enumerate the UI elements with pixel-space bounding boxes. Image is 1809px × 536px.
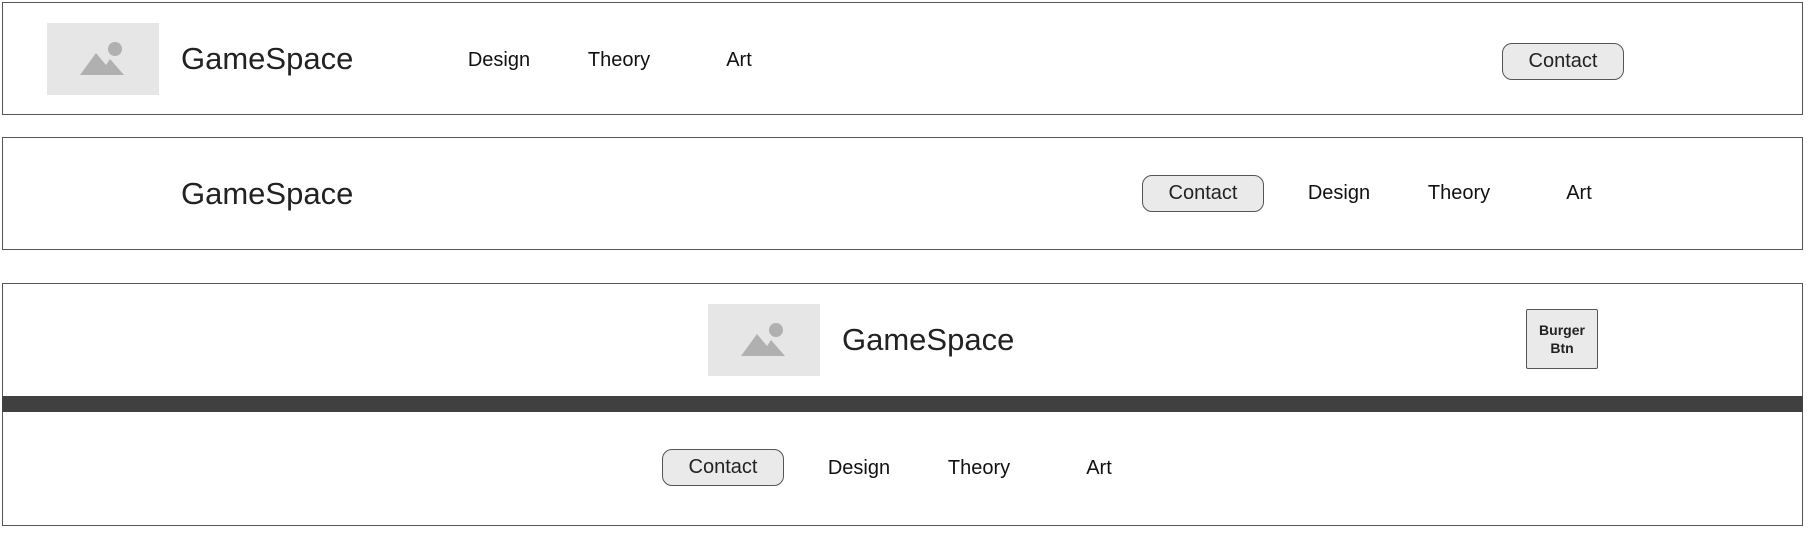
nav-link-design[interactable]: Design [827,457,891,479]
header-variant-mobile: GameSpace Burger Btn [2,283,1803,397]
nav-link-design[interactable]: Design [1307,182,1371,204]
contact-button[interactable]: Contact [1502,43,1624,80]
image-icon [741,323,785,356]
nav-link-art[interactable]: Art [1086,457,1112,479]
brand-name[interactable]: GameSpace [181,41,354,76]
logo-placeholder [708,304,820,376]
contact-button[interactable]: Contact [1142,175,1264,212]
contact-button[interactable]: Contact [662,449,784,486]
nav-link-art[interactable]: Art [1566,182,1592,204]
brand-name[interactable]: GameSpace [181,176,354,211]
logo-placeholder [47,23,159,95]
burger-button[interactable]: Burger Btn [1526,309,1598,369]
header-variant-desktop-logo: GameSpace Design Theory Art Contact [2,2,1803,115]
header-variant-desktop-no-logo: GameSpace Contact Design Theory Art [2,137,1803,250]
image-icon [80,42,124,75]
nav-link-theory[interactable]: Theory [587,49,651,71]
nav-link-design[interactable]: Design [467,49,531,71]
nav-link-theory[interactable]: Theory [1427,182,1491,204]
burger-label-line2: Btn [1550,340,1574,356]
nav-link-art[interactable]: Art [726,49,752,71]
menu-divider [2,396,1803,412]
mobile-menu-panel: Contact Design Theory Art [2,412,1803,526]
burger-label-line1: Burger [1539,322,1585,338]
brand-name[interactable]: GameSpace [842,322,1015,357]
nav-link-theory[interactable]: Theory [947,457,1011,479]
